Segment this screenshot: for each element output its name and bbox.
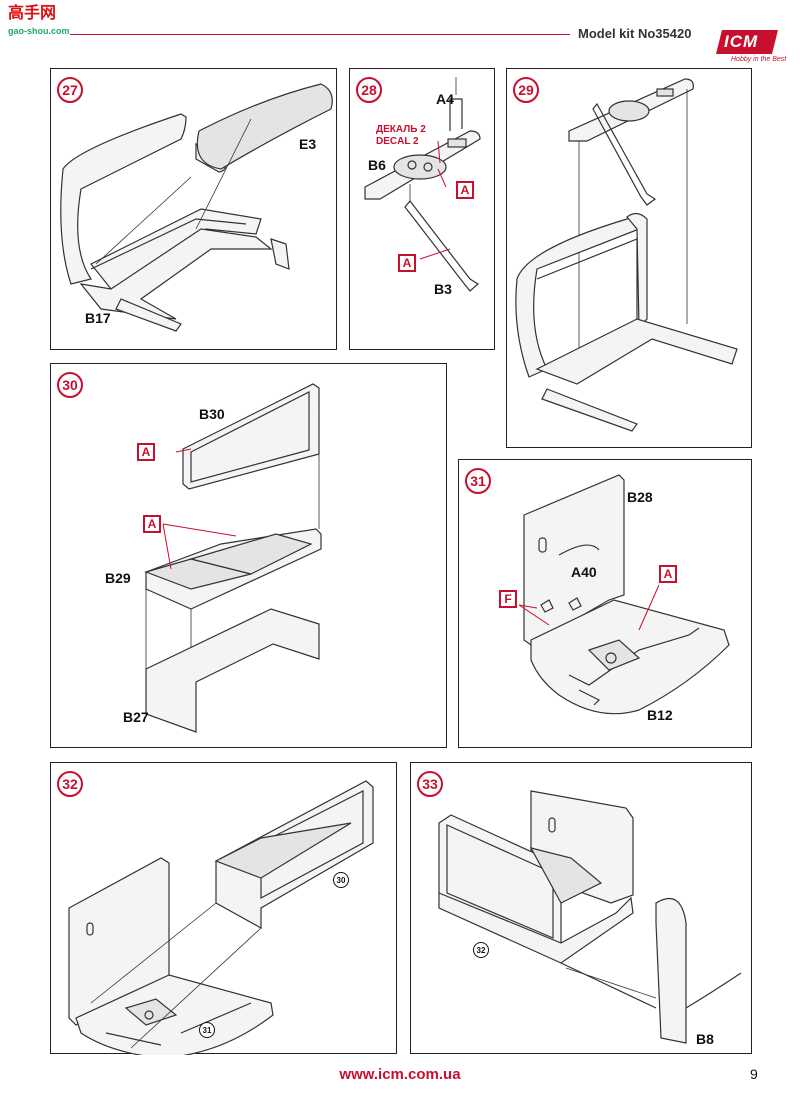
step-number-badge: 30 — [57, 372, 83, 398]
part-label-e3: E3 — [299, 136, 317, 152]
step-reference-badge: 30 — [333, 872, 349, 888]
part-label-a40: A40 — [571, 564, 597, 580]
part-label-b3: B3 — [434, 281, 452, 297]
step-number-badge: 33 — [417, 771, 443, 797]
step-32-drawing — [68, 780, 374, 1055]
step-30-drawing — [144, 383, 322, 733]
step-32-panel: 32 30 31 — [50, 762, 397, 1055]
part-label-b17: B17 — [85, 310, 111, 326]
paint-code-box: A — [456, 181, 474, 199]
part-label-b8: B8 — [696, 1031, 714, 1047]
page-number: 9 — [750, 1066, 758, 1082]
site-logo-text: 高手网 — [8, 5, 57, 22]
brand-tagline: Hobby in the Best — [731, 56, 787, 63]
step-number-badge: 28 — [356, 77, 382, 103]
part-label-a4: A4 — [436, 91, 454, 107]
part-label-b30: B30 — [199, 406, 225, 422]
step-31-drawing — [518, 474, 730, 715]
paint-code-box: A — [143, 515, 161, 533]
paint-code-box: F — [499, 590, 517, 608]
step-28-drawing — [364, 77, 481, 292]
step-number-badge: 32 — [57, 771, 83, 797]
step-31-panel: 31 B28 A40 A F B12 — [458, 459, 752, 748]
step-30-panel: 30 B30 A A B29 B27 — [50, 363, 447, 748]
kit-title: Model kit No35420 — [578, 26, 692, 41]
step-33-drawing — [438, 790, 742, 1044]
site-watermark-logo: 高手网 gao-shou.com — [8, 6, 70, 39]
step-reference-badge: 32 — [473, 942, 489, 958]
part-label-b12: B12 — [647, 707, 673, 723]
footer-website-link[interactable]: www.icm.com.ua — [339, 1066, 461, 1083]
step-27-drawing — [60, 83, 333, 332]
part-label-b29: B29 — [105, 570, 131, 586]
part-label-b6: B6 — [368, 157, 386, 173]
part-label-b28: B28 — [627, 489, 653, 505]
icm-logo-icon — [716, 30, 778, 54]
step-number-badge: 31 — [465, 468, 491, 494]
header-rule — [70, 34, 570, 35]
step-reference-badge: 31 — [199, 1022, 215, 1038]
paint-code-box: A — [659, 565, 677, 583]
brand-name: ICM — [724, 32, 759, 51]
step-33-panel: 33 32 B8 — [410, 762, 752, 1054]
decal-callout: ДЕКАЛЬ 2 DECAL 2 — [376, 124, 426, 148]
step-29-panel: 29 — [506, 68, 752, 448]
step-number-badge: 29 — [513, 77, 539, 103]
part-label-b27: B27 — [123, 709, 149, 725]
site-logo-subtitle: gao-shou.com — [8, 26, 70, 36]
step-29-drawing — [515, 78, 738, 432]
step-27-panel: 27 E3 B17 — [50, 68, 337, 350]
decal-label-ru: ДЕКАЛЬ 2 — [376, 124, 426, 135]
step-number-badge: 27 — [57, 77, 83, 103]
step-28-panel: 28 A4 ДЕКАЛЬ 2 DECAL 2 B6 A A B3 — [349, 68, 495, 350]
paint-code-box: A — [398, 254, 416, 272]
decal-label-en: DECAL 2 — [376, 136, 419, 147]
paint-code-box: A — [137, 443, 155, 461]
